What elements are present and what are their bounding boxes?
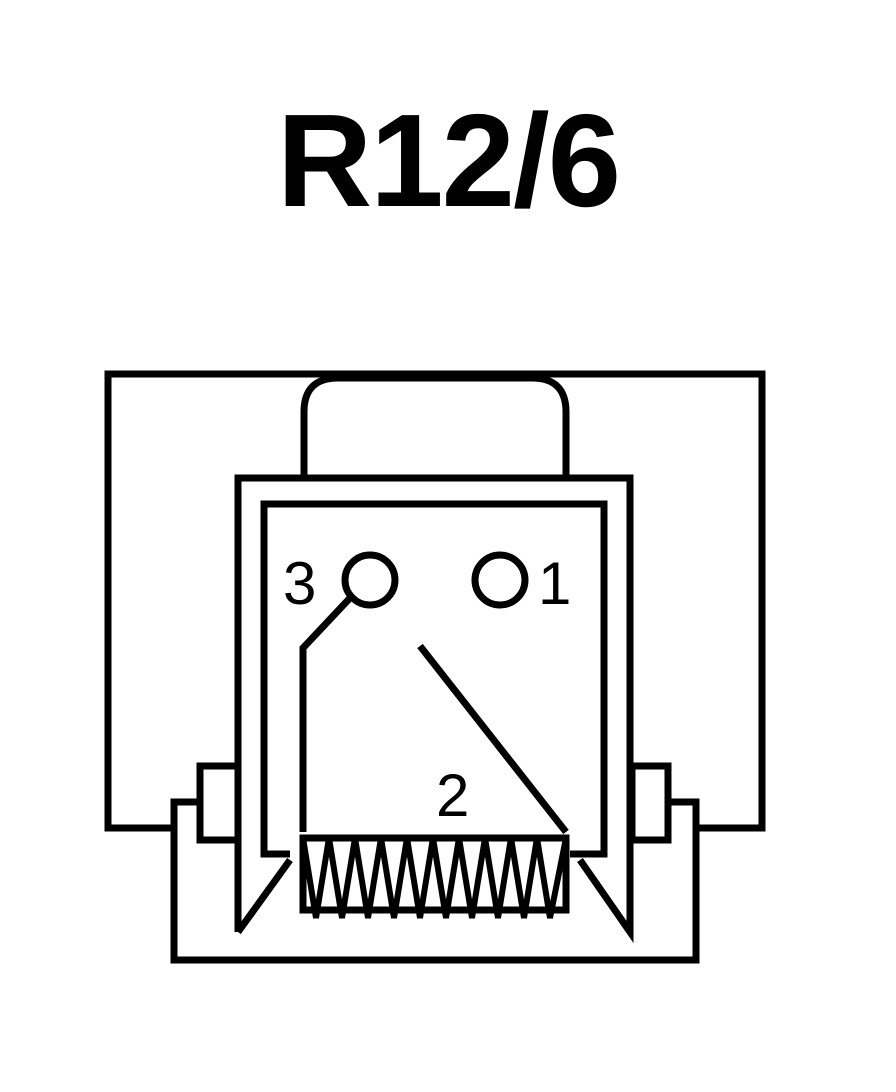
pin-1-circle	[471, 551, 529, 609]
pin-1-lead	[417, 643, 569, 835]
outer-housing	[104, 370, 766, 832]
outer-frame-left-foot	[235, 857, 293, 935]
pin-3-label: 3	[283, 550, 316, 617]
inner-frame	[260, 500, 608, 858]
heater-coil-zigzag	[300, 837, 569, 919]
pin-1-label: 1	[538, 550, 571, 617]
top-tab	[300, 374, 570, 476]
right-clip-block	[628, 762, 672, 844]
outer-frame	[234, 474, 634, 944]
diagram-title: R12/6	[276, 87, 621, 234]
pin-3-circle	[341, 551, 399, 609]
pin-3-lead	[299, 595, 353, 832]
pin-2-label: 2	[436, 762, 469, 829]
left-clip-block	[196, 762, 242, 844]
